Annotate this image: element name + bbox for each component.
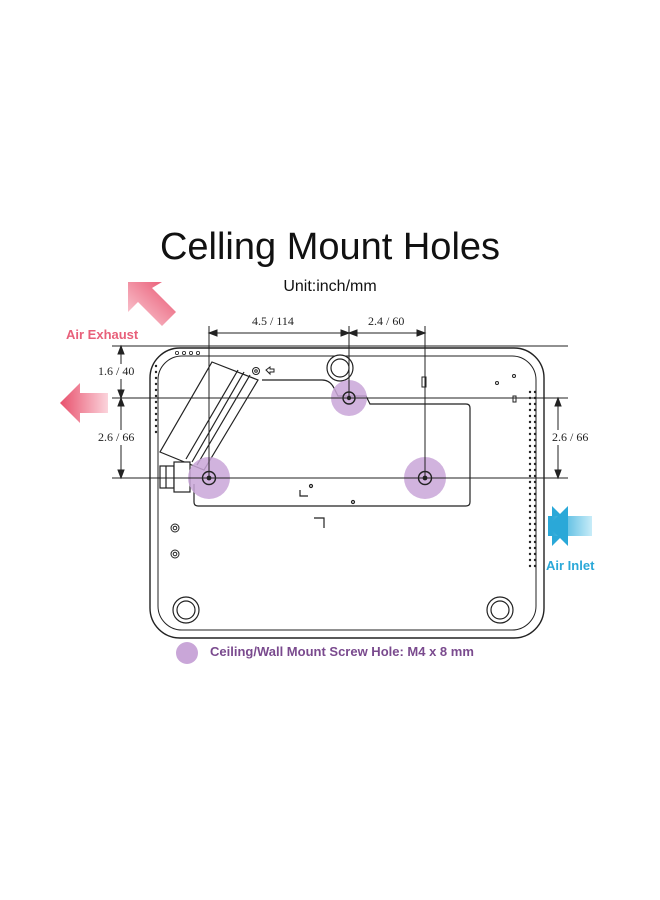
page-title: Celling Mount Holes	[159, 226, 501, 268]
left-vent-dots	[154, 364, 158, 434]
top-dots	[174, 350, 200, 355]
mount-plate	[193, 379, 471, 528]
exhaust-diagonal-arrow-icon	[128, 282, 176, 326]
inlet-arrow-icon	[548, 506, 592, 546]
air-inlet-label: Air Inlet	[546, 558, 595, 573]
dim-top-left: 4.5 / 114	[250, 314, 296, 329]
air-exhaust-label: Air Exhaust	[66, 327, 139, 342]
dim-left-upper: 1.6 / 40	[96, 364, 137, 379]
right-vent-dots	[528, 390, 537, 568]
dim-right: 2.6 / 66	[550, 430, 591, 445]
connector-icon	[159, 461, 191, 493]
unit-subtitle: Unit:inch/mm	[283, 278, 377, 295]
dim-left-lower: 2.6 / 66	[96, 430, 137, 445]
foot-top-icon	[326, 354, 354, 382]
legend-hole-swatch	[176, 642, 198, 664]
projector-outline	[149, 347, 545, 639]
legend-text: Ceiling/Wall Mount Screw Hole: M4 x 8 mm	[210, 644, 474, 659]
dim-top-right: 2.4 / 60	[366, 314, 407, 329]
exhaust-left-arrow-icon	[60, 383, 108, 423]
foot-bottom-right-icon	[486, 596, 514, 624]
small-marks	[170, 366, 517, 559]
foot-bottom-left-icon	[172, 596, 200, 624]
